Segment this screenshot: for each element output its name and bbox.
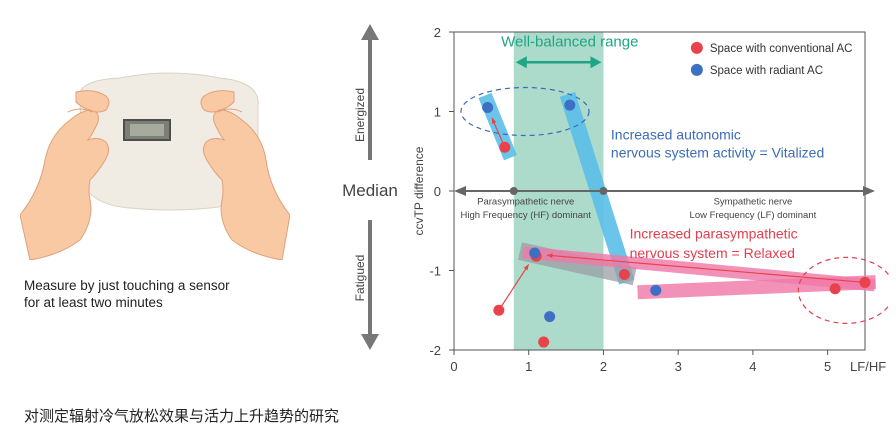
conventional-ac-point <box>829 283 841 295</box>
median-arrow-right-icon <box>863 186 875 196</box>
arrow-red-bottom-head-icon <box>523 264 529 271</box>
parasympathetic-label-line-1: Parasympathetic nerve <box>477 197 574 208</box>
scatter-chart: 0 1 2 3 4 5 2 1 0 -1 -2 ccvTP difference LF/HF Wel… <box>412 25 890 374</box>
x-axis-label: LF/HF <box>850 359 886 374</box>
y-tick-label: 2 <box>434 25 441 40</box>
legend-marker <box>690 41 703 54</box>
band-label: Well-balanced range <box>501 33 638 50</box>
arrow-red-long-line <box>546 254 866 284</box>
y-tick-label: 1 <box>434 105 441 120</box>
conventional-ac-point <box>618 268 630 280</box>
dashed-ellipse-conventional <box>797 256 890 324</box>
x-tick-label: 5 <box>824 359 831 374</box>
legend-label: Space with conventional AC <box>710 43 853 55</box>
legend-label: Space with radiant AC <box>710 65 823 77</box>
caption-line-2: for at least two minutes <box>24 295 163 310</box>
y-axis-label: ccvTP difference <box>412 146 426 235</box>
median-marker-low <box>509 187 518 195</box>
relaxed-label-line-2: nervous system = Relaxed <box>630 245 795 261</box>
scale-top-label: Energized <box>353 88 367 142</box>
scale-arrow-down-icon <box>361 334 379 350</box>
scale-bottom-label: Fatigued <box>353 255 367 302</box>
median-axis <box>454 186 875 196</box>
arrow-red-top-head-icon <box>491 117 497 124</box>
arrow-red-bottom-line <box>498 264 530 311</box>
highlight-strip-cyan-large <box>559 91 635 285</box>
x-tick-label: 1 <box>525 359 532 374</box>
band-double-arrow-icon <box>515 56 602 69</box>
radiant-ac-point <box>529 247 541 259</box>
caption-line-1: Measure by just touching a sensor <box>24 278 230 293</box>
x-tick-label: 4 <box>749 359 756 374</box>
vitalized-label-line-2: nervous system activity = Vitalized <box>611 145 824 161</box>
legend-marker <box>690 63 703 76</box>
conventional-ac-point <box>493 304 505 316</box>
footer-title: 对测定辐射冷气放松效果与活力上升趋势的研究 <box>24 408 340 425</box>
parasympathetic-label-line-2: High Frequency (HF) dominant <box>461 210 592 221</box>
axis-ticks: 0 1 2 3 4 5 2 1 0 -1 -2 <box>429 25 831 374</box>
data-points <box>482 99 871 348</box>
sympathetic-label-line-1: Sympathetic nerve <box>714 197 793 208</box>
radiant-ac-point <box>482 102 494 114</box>
conventional-ac-point <box>538 336 550 348</box>
hands-device-illustration <box>20 72 290 260</box>
radiant-ac-point <box>564 99 576 111</box>
right-hand <box>202 109 290 260</box>
x-tick-label: 2 <box>600 359 607 374</box>
y-tick-label: -1 <box>429 264 441 279</box>
arrow-red-long-head-icon <box>546 253 553 258</box>
scale-middle-label: Median <box>342 181 398 200</box>
instruction-caption: Measure by just touching a sensor for at… <box>24 277 230 311</box>
vitalized-label-line-1: Increased autonomic <box>611 126 741 142</box>
y-tick-label: -2 <box>429 343 441 358</box>
y-tick-label: 0 <box>434 184 441 199</box>
median-arrow-left-icon <box>454 186 466 196</box>
energy-scale: Energized Median Fatigued <box>342 24 398 350</box>
dashed-ellipse-radiant <box>460 86 590 137</box>
x-tick-label: 0 <box>450 359 457 374</box>
radiant-ac-point <box>544 311 556 323</box>
x-tick-label: 3 <box>675 359 682 374</box>
band-arrow-left-icon <box>515 56 527 69</box>
left-hand <box>20 109 110 260</box>
chart-legend: Space with conventional AC Space with rad… <box>690 41 853 77</box>
radiant-ac-point <box>650 284 662 296</box>
sympathetic-label-line-2: Low Frequency (LF) dominant <box>690 210 817 221</box>
highlight-strip-pink-lower <box>637 275 877 300</box>
conventional-ac-point <box>859 276 871 288</box>
scale-arrow-up-icon <box>361 24 379 40</box>
conventional-ac-point <box>499 141 511 153</box>
relaxed-label-line-1: Increased parasympathetic <box>630 226 798 242</box>
median-marker-high <box>599 187 608 195</box>
band-arrow-right-icon <box>590 56 602 69</box>
